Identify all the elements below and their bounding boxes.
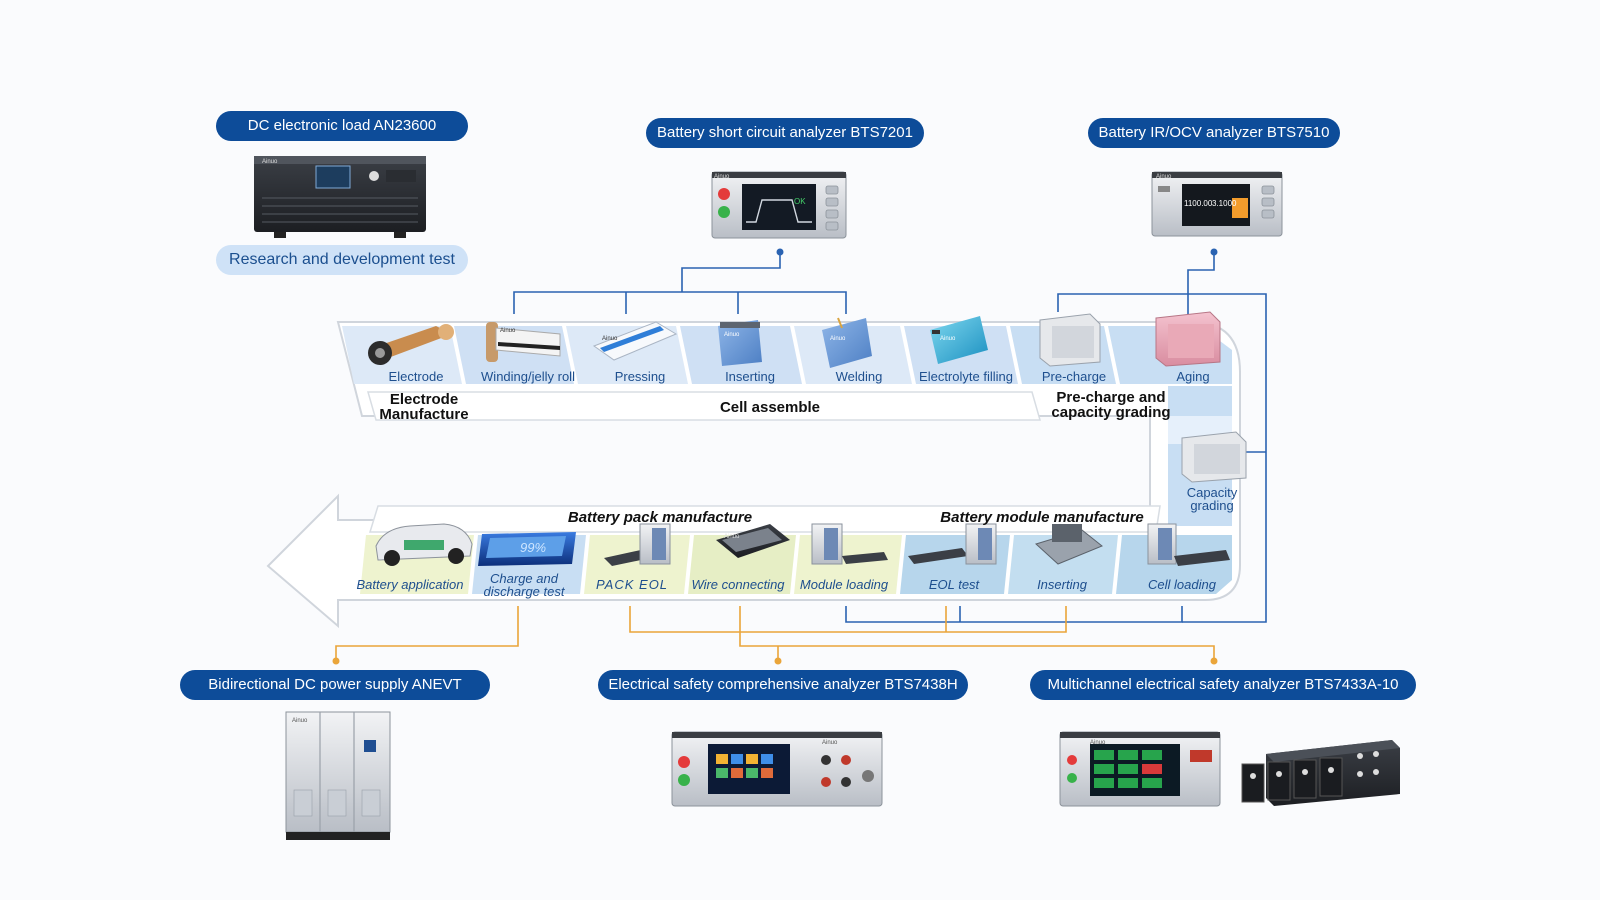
brand-mark: Ainuo	[500, 328, 516, 334]
electrolyte-filling-icon: Ainuo	[930, 316, 988, 364]
step-label-charge-discharge: Charge and discharge test	[483, 571, 565, 599]
pressing-icon: Ainuo	[592, 321, 678, 361]
step-label-aging: Aging	[1176, 369, 1210, 384]
electrode-icon	[368, 324, 454, 365]
connector-dot	[1210, 657, 1218, 665]
wire-connecting-machine-icon: Ainuo	[716, 524, 790, 558]
step-label-pressing: Pressing	[614, 369, 666, 384]
step-label-inserting: Inserting	[725, 369, 775, 384]
winding-roll-icon: Ainuo	[486, 322, 561, 362]
connector-dot	[776, 248, 784, 256]
step-label-capacity-grading: Capacity grading	[1186, 485, 1238, 513]
dc-electronic-load-device: Ainuo	[254, 156, 426, 238]
battery-percent: 99%	[520, 540, 546, 555]
connector-dot	[332, 657, 340, 665]
orange-connectors	[335, 606, 1215, 660]
brand-mark: Ainuo	[292, 718, 308, 724]
cell-loading-machine-icon	[1147, 523, 1230, 566]
brand-mark: Ainuo	[724, 534, 740, 540]
ir-ocv-value-1: 1100.00	[1184, 199, 1213, 208]
ir-ocv-analyzer-label: Battery IR/OCV analyzer BTS7510	[1088, 118, 1340, 148]
safety-comprehensive-label: Electrical safety comprehensive analyzer…	[598, 670, 968, 700]
capacity-grading-cabinet-icon	[1181, 431, 1247, 483]
research-development-tag: Research and development test	[216, 245, 468, 275]
scanner-box-device	[1241, 740, 1400, 806]
module-inserting-machine-icon	[1035, 524, 1103, 565]
welding-cell-icon: Ainuo	[822, 317, 872, 368]
phase-pre-charge-grading: Pre-charge and capacity grading	[1051, 389, 1171, 421]
analyzer-ok-text: OK	[794, 197, 806, 206]
safety-comprehensive-analyzer-device: Ainuo	[671, 731, 883, 807]
step-label-pack-eol: PACK EOL	[595, 577, 669, 592]
connector-dot	[1210, 248, 1218, 256]
brand-mark: Ainuo	[1156, 174, 1172, 180]
step-label-module-inserting: Inserting	[1037, 577, 1087, 592]
brand-mark: Ainuo	[714, 174, 730, 180]
brand-mark: Ainuo	[724, 332, 740, 338]
pre-charge-cabinet-icon	[1039, 313, 1101, 367]
brand-mark: Ainuo	[1090, 740, 1106, 746]
connector-dot	[774, 657, 782, 665]
step-label-electrode: Electrode	[388, 369, 444, 384]
brand-mark: Ainuo	[822, 740, 838, 746]
brand-mark: Ainuo	[940, 336, 956, 342]
pack-eol-machine-icon	[604, 523, 671, 566]
phase-strip-upper	[367, 391, 1041, 421]
step-label-cell-loading: Cell loading	[1148, 577, 1216, 592]
step-label-wire-connecting: Wire connecting	[691, 577, 785, 592]
aging-cabinet-icon	[1155, 311, 1221, 367]
blue-connectors	[513, 252, 1267, 623]
step-label-module-loading: Module loading	[799, 577, 889, 592]
eol-test-machine-icon	[908, 523, 997, 565]
bidirectional-power-supply-device: Ainuo	[285, 711, 391, 840]
safety-multichannel-analyzer-device: Ainuo	[1059, 731, 1221, 807]
phase-cell-assemble: Cell assemble	[719, 399, 821, 416]
short-circuit-analyzer-device: OK Ainuo	[711, 171, 847, 239]
step-label-welding: Welding	[835, 369, 883, 384]
phase-battery-pack: Battery pack manufacture	[567, 509, 753, 526]
power-supply-label: Bidirectional DC power supply ANEVT	[180, 670, 490, 700]
brand-mark: Ainuo	[262, 159, 278, 165]
battery-charging-icon: 99%	[478, 532, 576, 566]
ir-ocv-analyzer-device: 1100.00 3.1000 Ainuo	[1151, 171, 1283, 237]
electric-car-icon	[375, 523, 473, 566]
step-label-eol-test: EOL test	[928, 577, 980, 592]
step-label-battery-application: Battery application	[356, 577, 464, 592]
short-circuit-analyzer-label: Battery short circuit analyzer BTS7201	[646, 118, 924, 148]
inserting-cell-icon: Ainuo	[718, 320, 762, 366]
step-label-electrolyte: Electrolyte filling	[919, 369, 1013, 384]
phase-battery-module: Battery module manufacture	[940, 509, 1144, 526]
safety-multichannel-label: Multichannel electrical safety analyzer …	[1030, 670, 1416, 700]
brand-mark: Ainuo	[602, 336, 618, 342]
ir-ocv-value-2: 3.1000	[1212, 199, 1237, 208]
step-label-winding: Winding/jelly roll	[481, 369, 575, 384]
step-label-pre-charge: Pre-charge	[1041, 369, 1107, 384]
module-loading-machine-icon	[811, 523, 888, 565]
brand-mark: Ainuo	[830, 336, 846, 342]
phase-electrode-manufacture: Electrode Manufacture	[379, 391, 469, 423]
dc-electronic-load-label: DC electronic load AN23600	[216, 111, 468, 141]
